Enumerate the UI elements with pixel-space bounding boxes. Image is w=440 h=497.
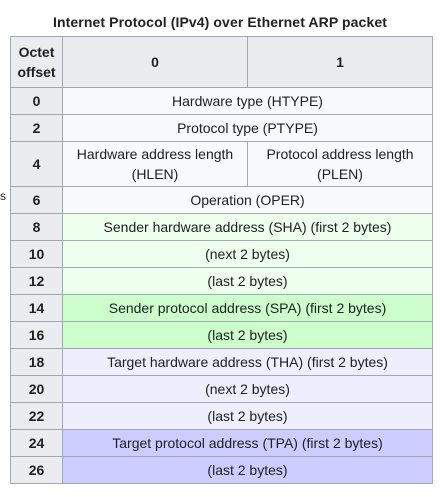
arp-packet-table: Octet offset 0 1 0 Hardware type (HTYPE)…	[10, 36, 433, 484]
field-htype: Hardware type (HTYPE)	[62, 87, 433, 115]
header-octet-offset: Octet offset	[10, 36, 63, 88]
header-byte-1: 1	[247, 36, 433, 88]
row-offset: 8	[10, 213, 63, 241]
table-row: 22 (last 2 bytes)	[10, 402, 433, 430]
field-tpa-first: Target protocol address (TPA) (first 2 b…	[62, 429, 433, 457]
row-offset: 2	[10, 114, 63, 142]
row-offset: 18	[10, 348, 63, 376]
table-row: 4 Hardware address length (HLEN) Protoco…	[10, 141, 433, 187]
header-byte-0: 0	[62, 36, 248, 88]
table-row: 10 (next 2 bytes)	[10, 240, 433, 268]
table-row: 20 (next 2 bytes)	[10, 375, 433, 403]
field-tha-last: (last 2 bytes)	[62, 402, 433, 430]
table-row: 2 Protocol type (PTYPE)	[10, 114, 433, 142]
row-offset: 24	[10, 429, 63, 457]
field-oper: Operation (OPER)	[62, 186, 433, 214]
field-tpa-last: (last 2 bytes)	[62, 456, 433, 484]
row-offset: 12	[10, 267, 63, 295]
clipped-text-fragment: s	[0, 189, 6, 203]
field-hlen: Hardware address length (HLEN)	[62, 141, 248, 187]
row-offset: 26	[10, 456, 63, 484]
row-offset: 20	[10, 375, 63, 403]
field-sha-first: Sender hardware address (SHA) (first 2 b…	[62, 213, 433, 241]
row-offset: 14	[10, 294, 63, 322]
field-tha-next: (next 2 bytes)	[62, 375, 433, 403]
row-offset: 0	[10, 87, 63, 115]
table-row: 14 Sender protocol address (SPA) (first …	[10, 294, 433, 322]
field-sha-last: (last 2 bytes)	[62, 267, 433, 295]
field-sha-next: (next 2 bytes)	[62, 240, 433, 268]
field-plen: Protocol address length (PLEN)	[247, 141, 433, 187]
table-row: 18 Target hardware address (THA) (first …	[10, 348, 433, 376]
row-offset: 10	[10, 240, 63, 268]
table-row: 6 Operation (OPER)	[10, 186, 433, 214]
table-row: 12 (last 2 bytes)	[10, 267, 433, 295]
row-offset: 16	[10, 321, 63, 349]
table-row: 0 Hardware type (HTYPE)	[10, 87, 433, 115]
table-header-row: Octet offset 0 1	[10, 36, 433, 88]
row-offset: 6	[10, 186, 63, 214]
table-row: 26 (last 2 bytes)	[10, 456, 433, 484]
table-caption: Internet Protocol (IPv4) over Ethernet A…	[53, 14, 387, 30]
field-ptype: Protocol type (PTYPE)	[62, 114, 433, 142]
row-offset: 22	[10, 402, 63, 430]
field-tha-first: Target hardware address (THA) (first 2 b…	[62, 348, 433, 376]
table-row: 16 (last 2 bytes)	[10, 321, 433, 349]
table-row: 24 Target protocol address (TPA) (first …	[10, 429, 433, 457]
field-spa-last: (last 2 bytes)	[62, 321, 433, 349]
row-offset: 4	[10, 141, 63, 187]
table-row: 8 Sender hardware address (SHA) (first 2…	[10, 213, 433, 241]
field-spa-first: Sender protocol address (SPA) (first 2 b…	[62, 294, 433, 322]
